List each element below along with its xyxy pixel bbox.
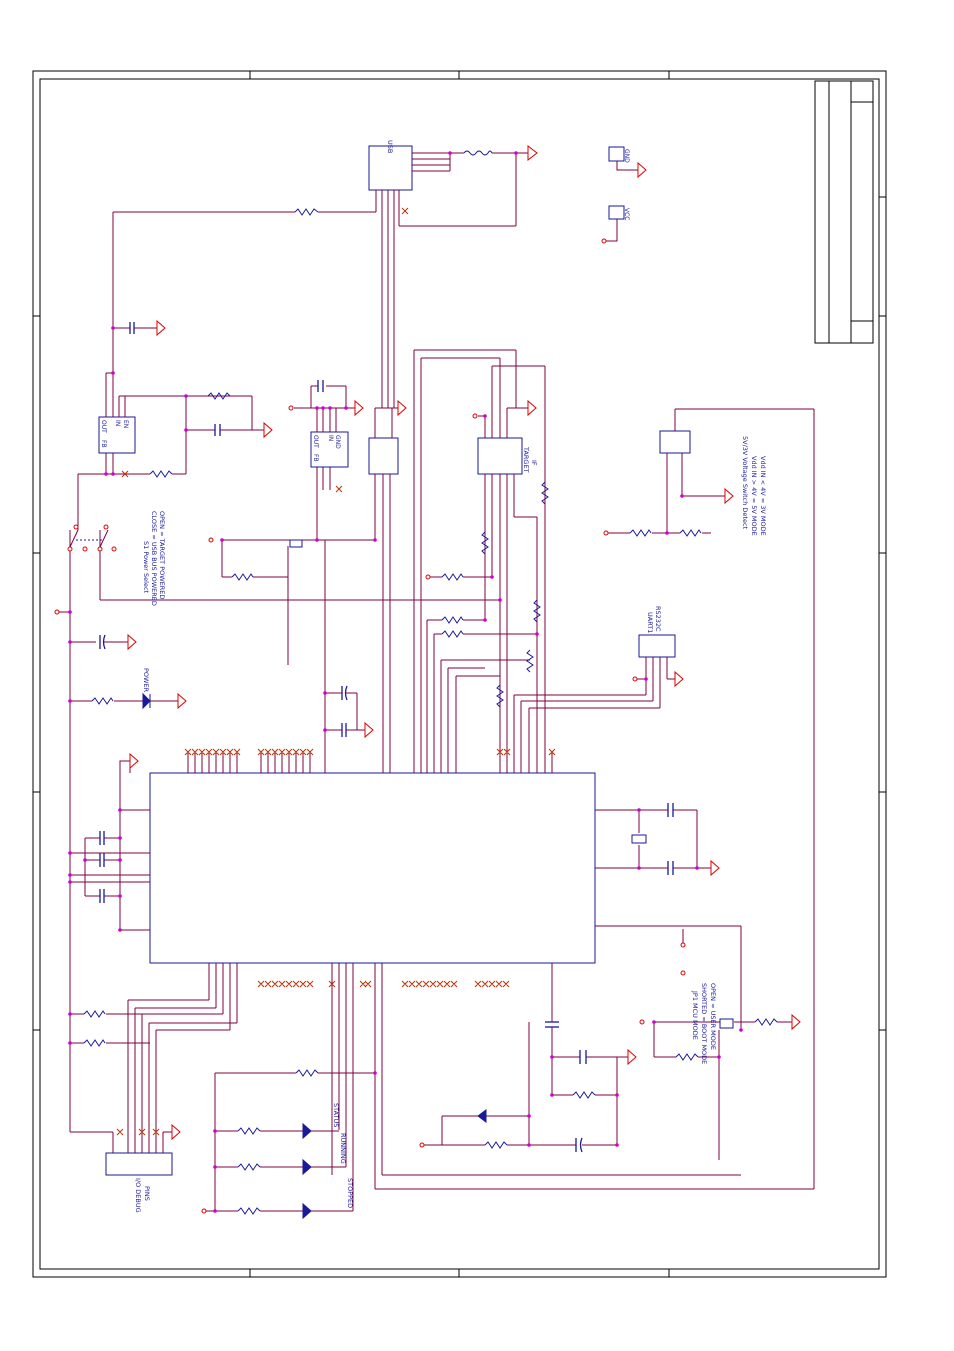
debug-line-1: PINS [143, 1186, 151, 1201]
svg-text:IN: IN [114, 420, 121, 426]
svg-text:EN: EN [122, 420, 129, 428]
usb-wires [112, 152, 528, 416]
detect-line-2: Vdd IN < 4V = 3V MODE [759, 456, 767, 536]
usb-ferrite [463, 150, 493, 156]
vcc-wire [606, 219, 618, 242]
vcc-testpoint [608, 205, 625, 220]
usb-resistor [294, 208, 319, 216]
jp1-line-1: SHORTED = BOOT MODE [700, 983, 708, 1064]
buffer-ic [368, 437, 399, 475]
svg-text:OUT: OUT [312, 435, 319, 448]
target-connector [477, 437, 523, 475]
gnd-wire [616, 161, 638, 171]
jp1-line-0: JP1 MCU MODE [691, 990, 699, 1040]
uart-connector [638, 634, 676, 658]
uart-line-1: RS232C [654, 606, 662, 632]
s1-line-1: CLOSE = USB BUS POWERED [150, 511, 158, 606]
s1-line-0: S1 Power Select [142, 541, 150, 594]
reset-diode [477, 1109, 487, 1123]
usb-connector [368, 145, 413, 191]
svg-text:GND: GND [334, 435, 341, 449]
power-select-switch [67, 524, 117, 552]
status-led [302, 1122, 312, 1140]
gnd-label: GND [623, 149, 630, 163]
svg-text:OUT: OUT [100, 420, 107, 433]
inner-frame [39, 78, 880, 1270]
mosfet-2 [719, 1018, 734, 1029]
running-led [302, 1158, 312, 1176]
crystal [631, 834, 647, 844]
junctions [68, 151, 743, 1213]
outer-frame [32, 70, 887, 1278]
detect-line-1: Vdd IN > 4V = 5V MODE [750, 456, 758, 536]
status-label: STATUS [332, 1103, 340, 1127]
usb-ground [527, 144, 538, 162]
regulator-1 [98, 416, 136, 454]
detect-line-0: 5V/3V Voltage Switch Detect [741, 436, 749, 530]
mcu-chip [149, 772, 596, 964]
gnd-symbol [637, 161, 647, 179]
gnd-testpoint [608, 146, 625, 162]
debug-line-0: I/O DEBUG [134, 1178, 142, 1213]
power-led [142, 692, 151, 710]
usb-label: USB [386, 140, 394, 153]
voltage-detector [659, 430, 691, 454]
svg-text:FB: FB [100, 440, 107, 448]
power-label: POWER [142, 668, 150, 693]
title-block [814, 80, 874, 344]
uart-line-0: UART1 [646, 612, 654, 633]
svg-text:FB: FB [312, 454, 319, 462]
mcu-top-pins [129, 752, 553, 773]
frame-ticks [33, 71, 886, 1277]
running-label: RUNNING [339, 1133, 347, 1164]
target-label: TARGET [522, 446, 530, 473]
s1-line-2: OPEN = TARGET POWERED [158, 511, 166, 599]
if-label: IF [530, 460, 538, 466]
mosfet-1 [289, 539, 303, 548]
jp1-line-2: OPEN = USER MODE [709, 983, 717, 1050]
svg-text:IN: IN [327, 435, 334, 441]
vcc-label: VCC [623, 208, 630, 220]
stopped-led [302, 1202, 312, 1220]
stopped-label: STOPPED [346, 1178, 354, 1208]
debug-connector [105, 1152, 173, 1176]
regulator-2 [310, 431, 349, 468]
